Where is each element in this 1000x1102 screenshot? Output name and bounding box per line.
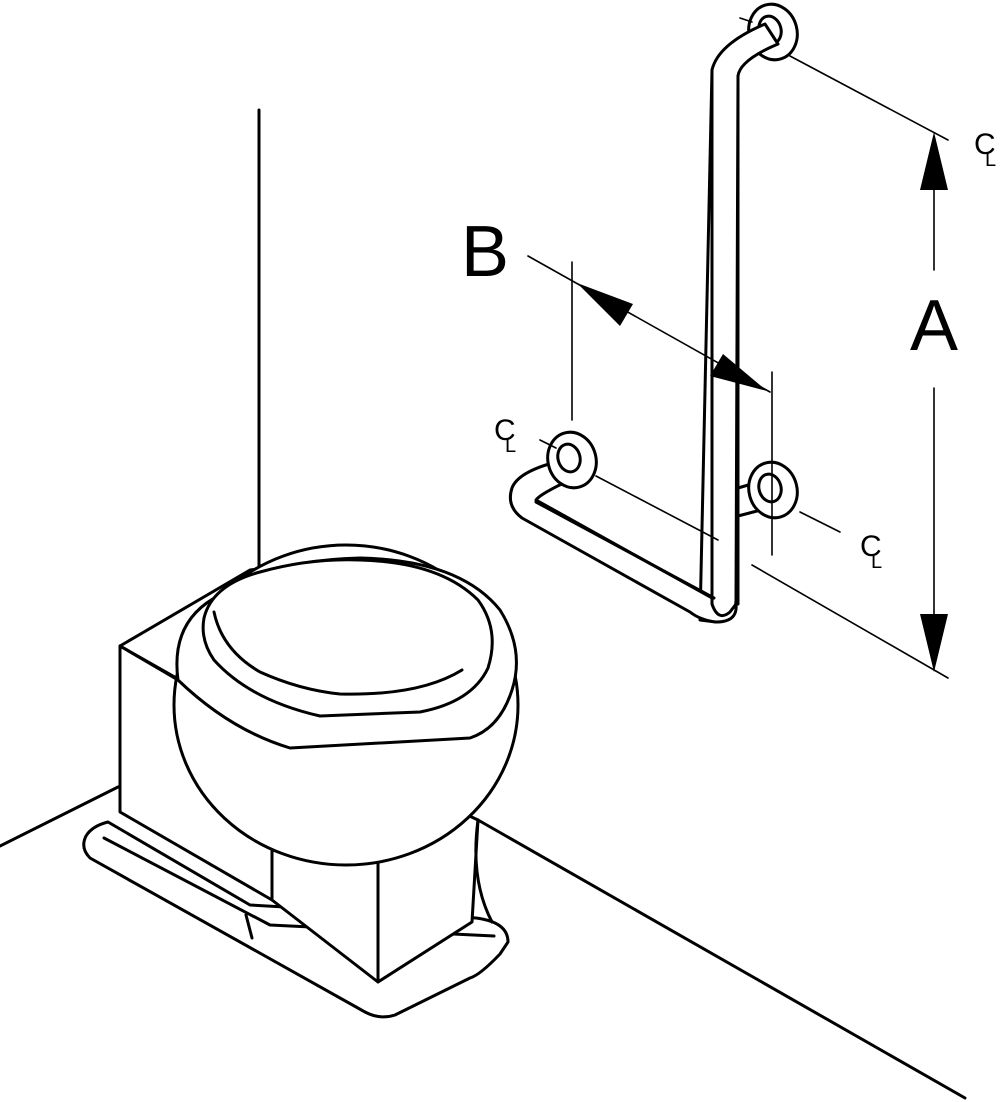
right-wall-flange bbox=[747, 460, 799, 520]
ext-line-a-bottom bbox=[751, 564, 949, 679]
ext-line-a-top bbox=[789, 55, 949, 141]
cl-leader-right bbox=[799, 511, 841, 533]
cl-leader-left-ext bbox=[595, 475, 719, 541]
pedestal-right-curve bbox=[474, 818, 494, 924]
centerline-symbol-top: C L bbox=[974, 128, 996, 171]
dim-a-arrow-up bbox=[920, 132, 948, 190]
centerline-l: L bbox=[505, 435, 516, 457]
left-flange-inner bbox=[556, 442, 582, 474]
centerline-l: L bbox=[985, 149, 996, 171]
plinth-seam bbox=[244, 913, 254, 940]
centerline-c: C bbox=[974, 128, 996, 161]
dimension-labels: A B bbox=[461, 212, 958, 366]
centerline-c: C bbox=[860, 530, 882, 563]
room-lines bbox=[0, 108, 967, 1100]
l-shaped-grab-bar bbox=[508, 2, 799, 624]
right-flange-inner bbox=[757, 472, 783, 504]
cl-leader-left bbox=[539, 439, 557, 449]
floor-line-left bbox=[0, 785, 120, 848]
lid-inner-line bbox=[212, 610, 464, 696]
dim-b-arrow-right bbox=[710, 354, 767, 391]
dim-b-label: B bbox=[461, 212, 509, 292]
centerline-symbol-right: C L bbox=[860, 530, 882, 573]
ext-line-a-top-short bbox=[739, 17, 753, 23]
centerline-c: C bbox=[494, 414, 516, 447]
lower-bar-inner-edge bbox=[534, 500, 716, 600]
toilet-top-front bbox=[118, 644, 180, 682]
centerline-l: L bbox=[871, 551, 882, 573]
dim-a-arrow-down bbox=[920, 614, 948, 672]
dim-a-label: A bbox=[910, 286, 958, 366]
centerline-symbol-left: C L bbox=[494, 414, 516, 457]
dimension-lines bbox=[527, 17, 949, 679]
toilet bbox=[82, 543, 520, 1019]
floor-line-right bbox=[476, 818, 967, 1100]
left-wall-flange bbox=[546, 430, 598, 490]
dim-b-arrow-left bbox=[577, 283, 633, 326]
